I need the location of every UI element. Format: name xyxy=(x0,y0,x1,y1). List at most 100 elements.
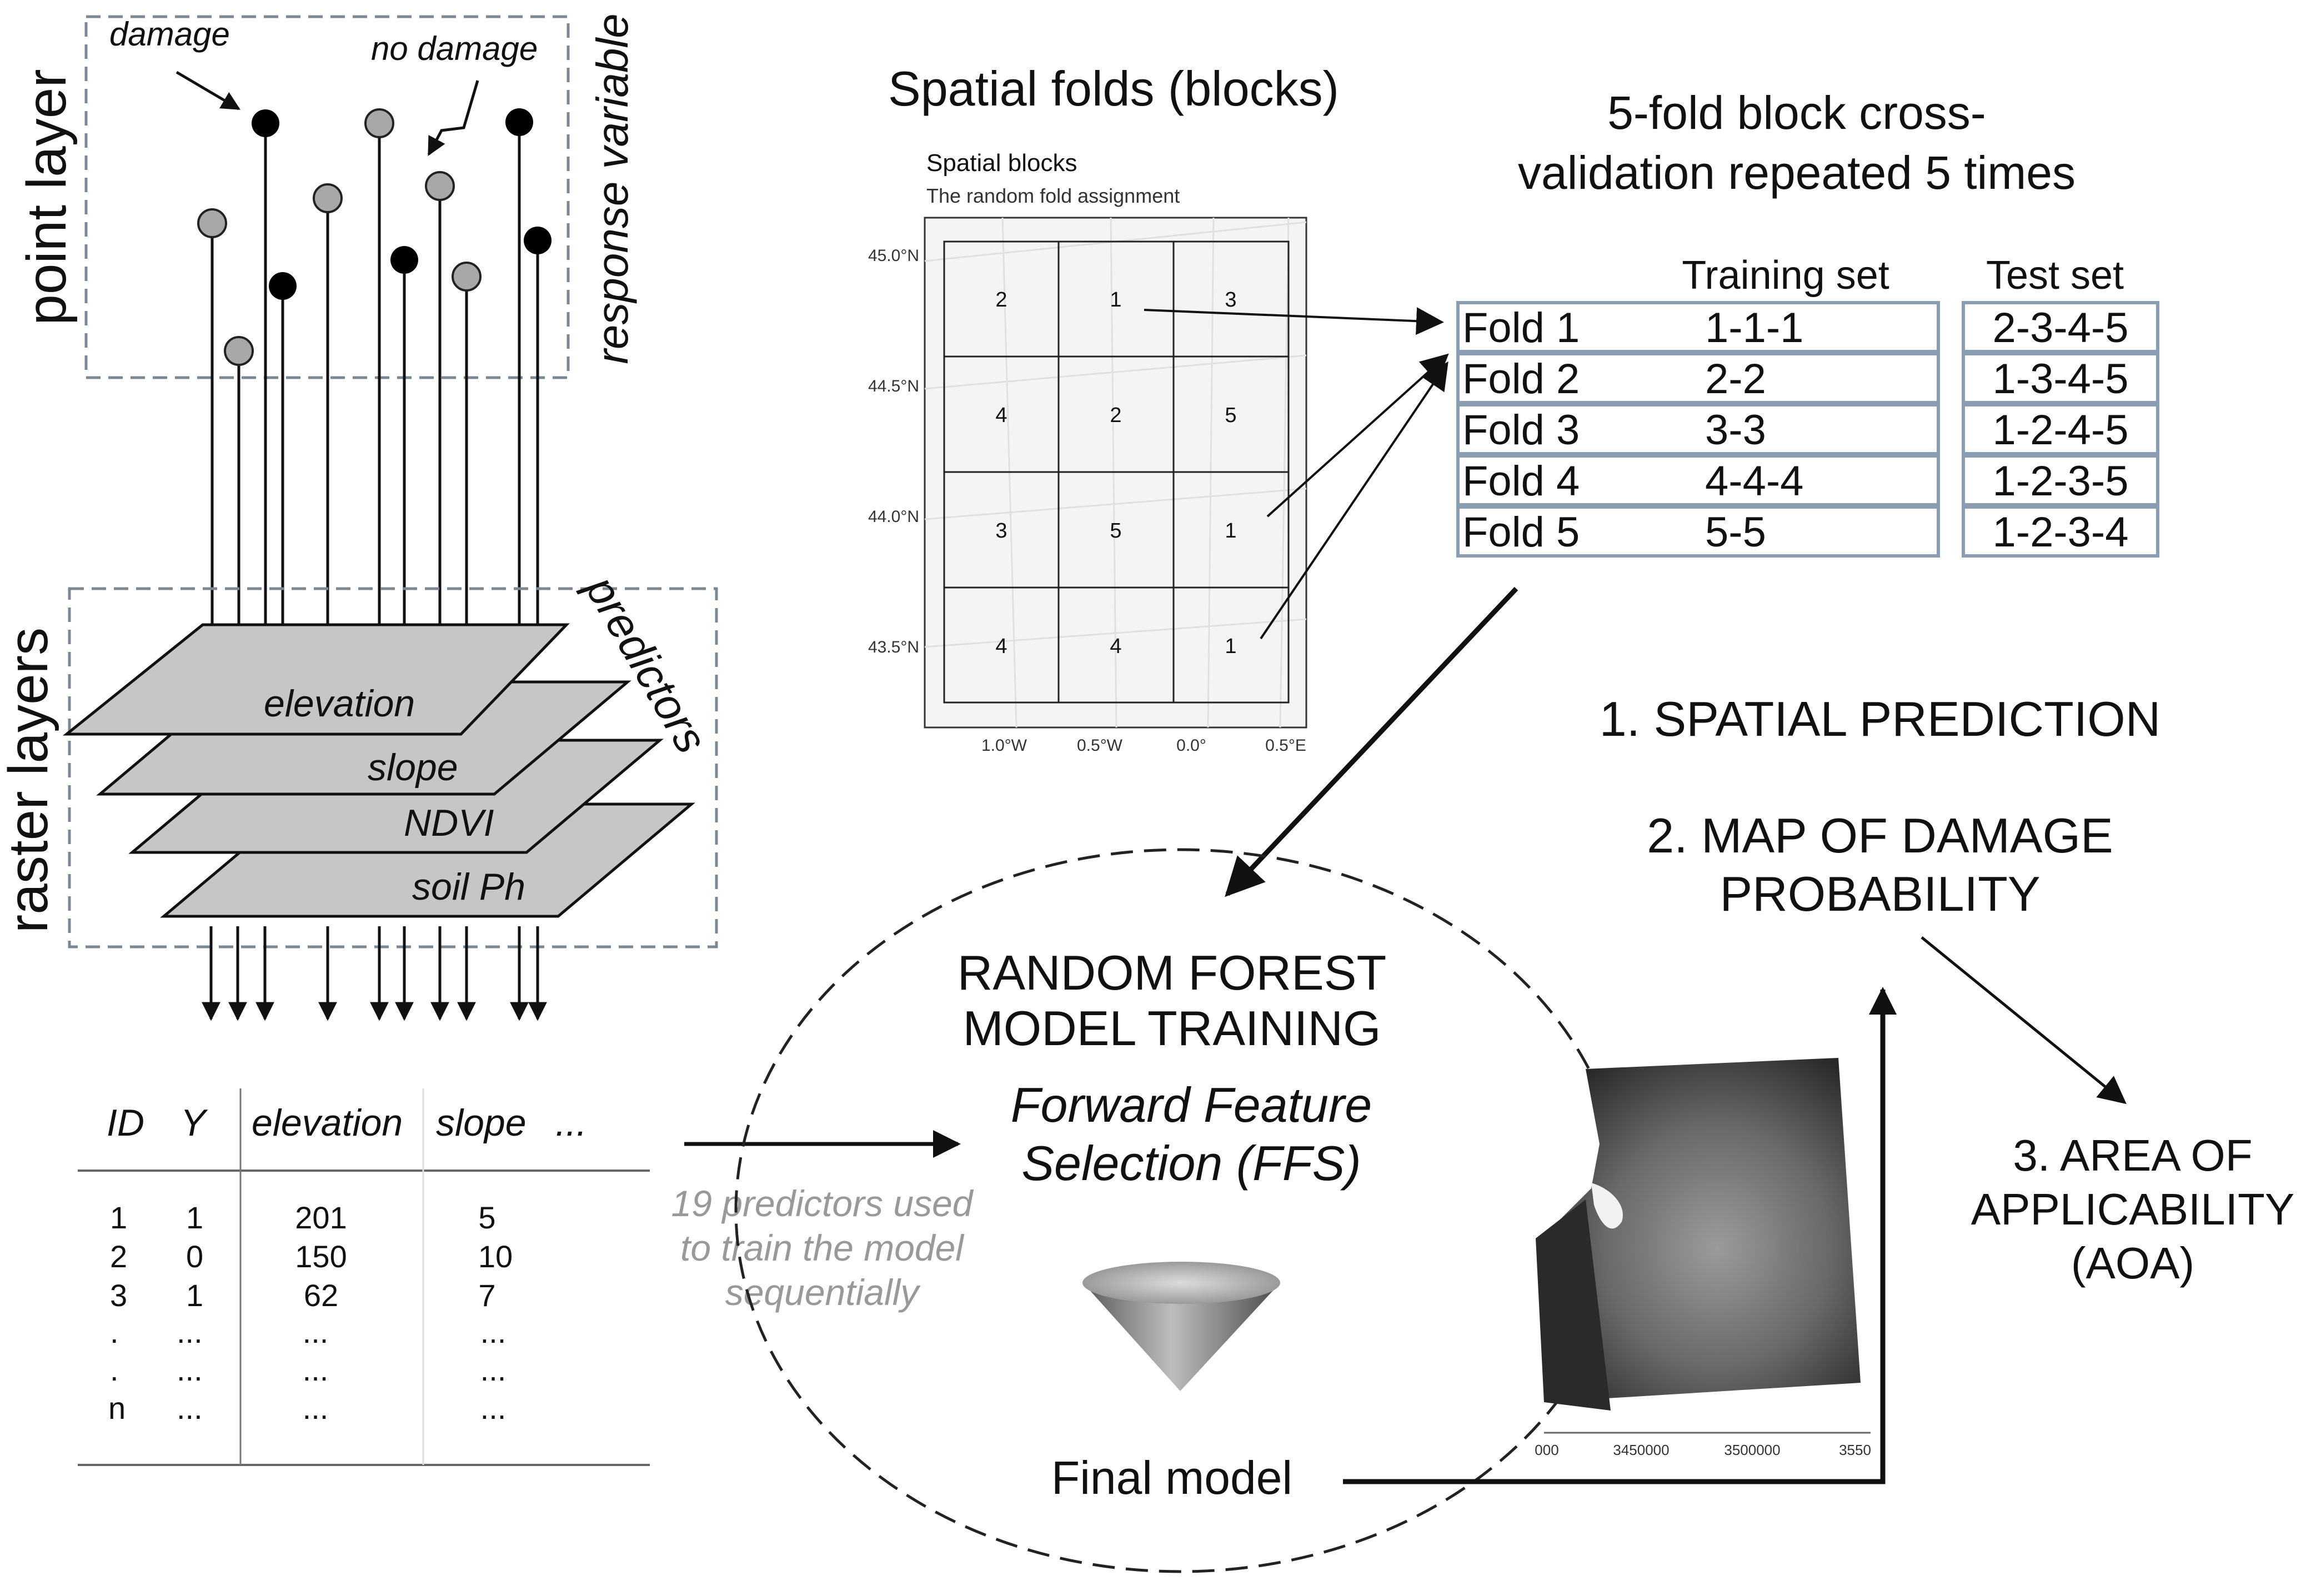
table-cell: 62 xyxy=(304,1278,338,1313)
cv-train-value: 5-5 xyxy=(1705,509,1766,556)
table-cell: . xyxy=(110,1352,119,1387)
data-table: ID Y elevation slope ... 1 1 201 5 2 0 1… xyxy=(78,1088,650,1466)
cv-fold-label: Fold 1 xyxy=(1462,304,1580,352)
table-cell: ... xyxy=(177,1314,203,1349)
map-x-tick: 0.5°E xyxy=(1265,736,1306,755)
response-variable-label: response variable xyxy=(588,13,637,364)
point-stems xyxy=(210,122,539,701)
point-damage xyxy=(252,109,279,137)
ffs-label: Forward Feature xyxy=(1011,1077,1372,1132)
step3-label: 3. AREA OF xyxy=(2013,1131,2252,1180)
table-cell: ... xyxy=(480,1314,507,1349)
probability-map-water xyxy=(1591,1183,1623,1229)
point-no-damage xyxy=(313,183,343,213)
predictors-label: predictors xyxy=(575,566,716,761)
cv-test-value: 1-2-4-5 xyxy=(1993,406,2129,454)
cv-row-boxes xyxy=(1456,301,2159,558)
spatial-blocks-map-subtitle: The random fold assignment xyxy=(926,184,1180,207)
step1-label: 1. SPATIAL PREDICTION xyxy=(1600,691,2161,746)
table-cell: 10 xyxy=(478,1239,513,1274)
block-fold-label: 4 xyxy=(995,635,1007,658)
raster-layers-group: raster layers predictors elevation slope… xyxy=(0,566,718,948)
map-y-tick: 45.0°N xyxy=(868,247,919,265)
cv-train-value: 4-4-4 xyxy=(1705,458,1803,505)
spatial-blocks-grid xyxy=(943,240,1290,704)
predictors-note-line: sequentially xyxy=(725,1272,921,1313)
cv-to-model-arrow xyxy=(1225,586,1518,897)
cv-test-value: 2-3-4-5 xyxy=(1993,304,2129,352)
cv-test-value: 1-2-3-5 xyxy=(1993,458,2129,505)
extraction-arrows xyxy=(202,926,547,1021)
block-fold-label: 5 xyxy=(1110,519,1121,543)
cv-test-value: 1-2-3-4 xyxy=(1993,509,2129,556)
cv-fold-label: Fold 5 xyxy=(1462,509,1580,556)
map-axis-tick: 3450000 xyxy=(1613,1442,1669,1458)
cv-train-value: 2-2 xyxy=(1705,355,1766,403)
table-cell: 201 xyxy=(295,1200,347,1235)
map-to-aoa-arrow xyxy=(1921,936,2127,1105)
table-header-id: ID xyxy=(107,1102,144,1144)
cv-fold-label: Fold 2 xyxy=(1462,355,1580,403)
workflow-steps: 1. SPATIAL PREDICTION 2. MAP OF DAMAGE P… xyxy=(1600,691,2295,1288)
step3-label: (AOA) xyxy=(2071,1238,2194,1288)
layer-label-elevation: elevation xyxy=(264,682,415,725)
point-no-damage xyxy=(425,171,455,201)
table-header-y: Y xyxy=(181,1102,208,1144)
final-model-label: Final model xyxy=(1051,1452,1292,1504)
predictors-note-line: 19 predictors used xyxy=(671,1183,974,1224)
table-header-elevation: elevation xyxy=(252,1102,403,1144)
damage-probability-map: 000 3450000 3500000 3550 xyxy=(1535,1058,1871,1458)
point-damage xyxy=(524,227,552,254)
raster-layers-title: raster layers xyxy=(0,628,59,933)
table-cell: ... xyxy=(177,1352,203,1387)
damage-pointer-arrow xyxy=(176,71,240,111)
cv-test-value: 1-3-4-5 xyxy=(1993,355,2129,403)
block-to-fold1-arrow xyxy=(1266,353,1449,518)
table-header-slope: slope xyxy=(436,1102,527,1144)
table-cell: 1 xyxy=(186,1200,203,1235)
block-fold-label: 3 xyxy=(995,519,1007,543)
predictors-note-line: to train the model xyxy=(680,1227,965,1268)
table-cell: . xyxy=(110,1314,119,1349)
table-cell: 3 xyxy=(110,1278,127,1313)
block-fold-label: 1 xyxy=(1225,519,1236,543)
spatial-folds-title: Spatial folds (blocks) xyxy=(888,61,1339,116)
table-cell: n xyxy=(108,1391,126,1426)
point-no-damage xyxy=(364,108,394,138)
table-cell: 5 xyxy=(478,1200,495,1235)
point-no-damage xyxy=(452,262,482,292)
sample-points xyxy=(197,108,552,366)
cv-fold-label: Fold 4 xyxy=(1462,458,1580,505)
probability-map-raster xyxy=(1541,1058,1861,1402)
map-axis-tick: 3500000 xyxy=(1724,1442,1780,1458)
no-damage-label: no damage xyxy=(371,30,538,67)
point-damage xyxy=(390,246,418,274)
block-fold-label: 4 xyxy=(995,404,1007,427)
table-cell: ... xyxy=(177,1391,203,1426)
predictors-note: 19 predictors used to train the model se… xyxy=(671,1183,974,1313)
block-fold-label: 2 xyxy=(1110,404,1121,427)
cv-test-header: Test set xyxy=(1986,253,2124,298)
cv-panel: 5-fold block cross- validation repeated … xyxy=(1456,87,2159,558)
map-axis-tick: 3550 xyxy=(1839,1442,1871,1458)
table-cell: 1 xyxy=(110,1200,127,1235)
model-title: MODEL TRAINING xyxy=(963,1001,1381,1056)
map-y-tick: 44.0°N xyxy=(868,508,919,526)
cv-title: 5-fold block cross- xyxy=(1607,87,1986,139)
ffs-label: Selection (FFS) xyxy=(1021,1136,1361,1191)
damage-label: damage xyxy=(109,16,230,53)
table-cell: ... xyxy=(303,1391,329,1426)
point-damage xyxy=(505,108,533,136)
map-x-tick: 0.0° xyxy=(1176,736,1206,755)
map-x-tick: 1.0°W xyxy=(981,736,1027,755)
table-cell: 2 xyxy=(110,1239,127,1274)
cv-training-header: Training set xyxy=(1682,253,1889,298)
block-to-fold1-arrow xyxy=(1144,307,1444,335)
table-cell: 7 xyxy=(478,1278,495,1313)
table-cell: ... xyxy=(480,1391,507,1426)
spatial-blocks-map-title: Spatial blocks xyxy=(926,149,1077,177)
cv-title: validation repeated 5 times xyxy=(1518,147,2076,199)
table-cell: ... xyxy=(303,1352,329,1387)
block-fold-label: 2 xyxy=(995,288,1007,312)
block-fold-label: 3 xyxy=(1225,288,1236,312)
